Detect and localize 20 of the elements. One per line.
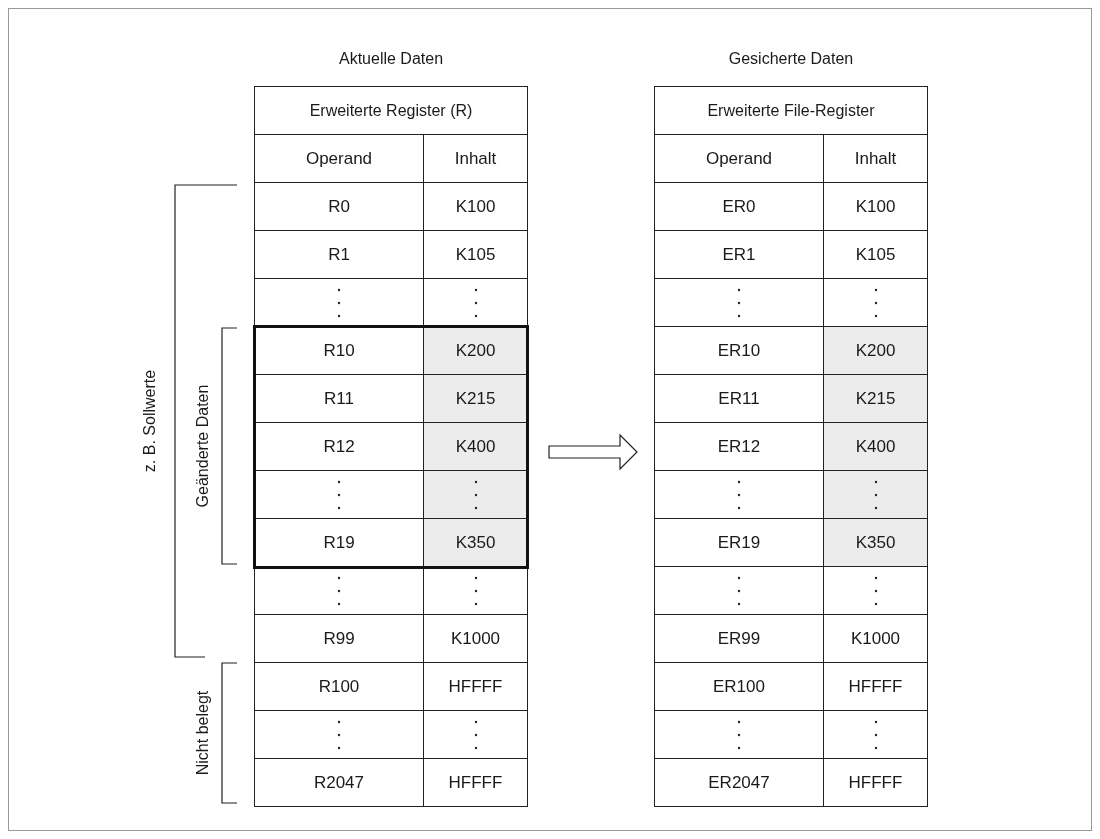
table-heading: Aktuelle Daten [337, 50, 445, 68]
table-cell: K350 [423, 518, 528, 567]
table-title-cell: Erweiterte File-Register [654, 86, 928, 135]
block-arrow [548, 433, 638, 471]
table-heading: Gesicherte Daten [727, 50, 855, 68]
bracket-label: Nicht belegt [193, 690, 212, 776]
table-title-cell: Erweiterte Register (R) [254, 86, 528, 135]
table-cell: K215 [823, 374, 928, 423]
bracket-label: z. B. Sollwerte [141, 369, 160, 473]
table-cell: K350 [823, 518, 928, 567]
table-cell: ER2047 [654, 758, 824, 807]
table-cell: HFFFF [823, 758, 928, 807]
table-cell: HFFFF [423, 758, 528, 807]
table-cell: K400 [423, 422, 528, 471]
bracket-label: Geänderte Daten [193, 384, 212, 508]
table-cell: K200 [823, 326, 928, 375]
table-cell: K200 [423, 326, 528, 375]
table-cell: K400 [823, 422, 928, 471]
table-cell: K215 [423, 374, 528, 423]
table-cell: R2047 [254, 758, 424, 807]
